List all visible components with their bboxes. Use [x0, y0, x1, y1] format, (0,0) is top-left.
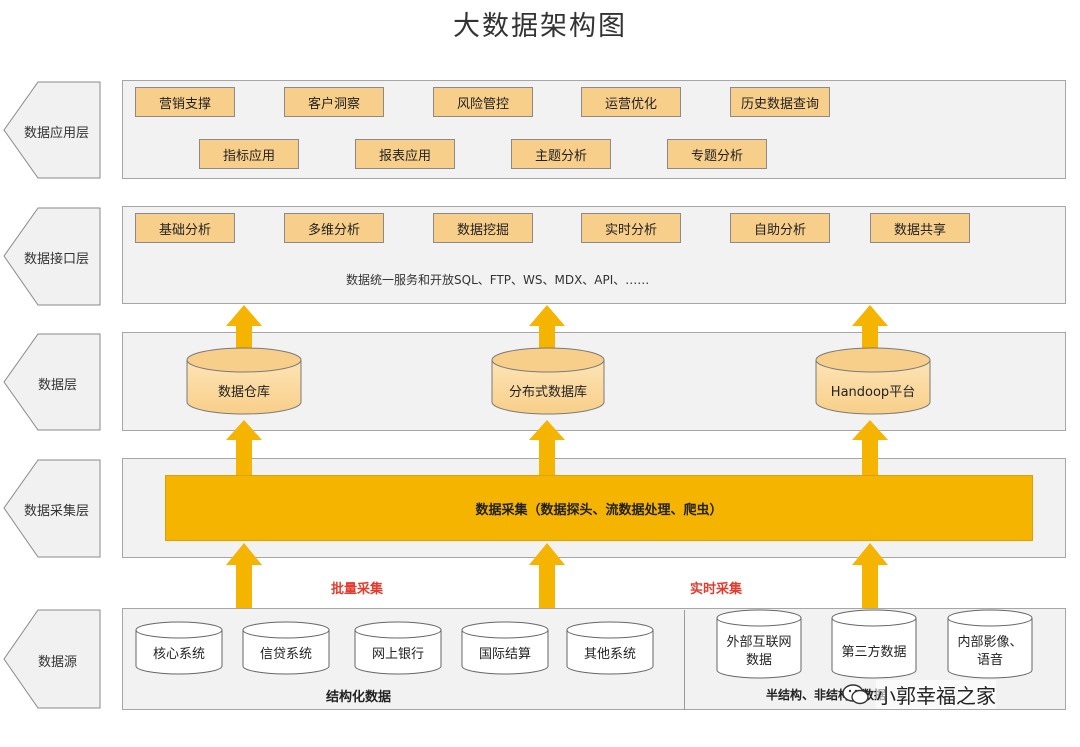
src-intl: 国际结算	[478, 647, 531, 662]
chip-app-6: 指标应用	[199, 139, 299, 169]
arrow-up-9	[852, 543, 888, 608]
wechat-icon	[842, 683, 869, 704]
cylinder-src-5	[566, 630, 654, 675]
store-distributed: 分布式数据库	[508, 385, 587, 400]
chip-app-3: 风险管控	[433, 87, 533, 117]
layer-label-data: 数据层	[38, 378, 78, 393]
realtime-collect-label: 实时采集	[690, 582, 743, 597]
cylinder-src-3	[354, 630, 442, 675]
label-shape-collect	[3, 459, 101, 558]
watermark-text: 小郭幸福之家	[876, 680, 996, 709]
cylinder-distributed-db	[491, 360, 605, 415]
cylinder-warehouse	[186, 360, 302, 415]
store-hadoop: Handoop平台	[830, 385, 916, 400]
chip-app-1: 营销支撑	[135, 87, 235, 117]
diagram-title: 大数据架构图	[453, 11, 627, 42]
chip-if-2: 多维分析	[284, 213, 384, 243]
chip-if-4: 实时分析	[581, 213, 681, 243]
data-collection-bar: 数据采集（数据探头、流数据处理、爬虫）	[165, 475, 1033, 541]
chip-app-4: 运营优化	[581, 87, 681, 117]
src-internet: 外部互联网 数据	[726, 635, 792, 668]
label-shape-source	[3, 609, 101, 709]
cylinder-src-4	[461, 630, 549, 675]
batch-collect-label: 批量采集	[331, 582, 384, 597]
cylinder-src-8	[947, 618, 1033, 679]
src-thirdparty: 第三方数据	[841, 645, 907, 660]
arrow-up-7	[226, 543, 262, 608]
layer-label-interface: 数据接口层	[24, 252, 90, 267]
src-core: 核心系统	[152, 647, 205, 662]
layer-label-app: 数据应用层	[24, 126, 90, 141]
interface-subtext: 数据统一服务和开放SQL、FTP、WS、MDX、API、……	[346, 273, 650, 287]
structured-data-label: 结构化数据	[326, 690, 392, 705]
chip-if-6: 数据共享	[870, 213, 970, 243]
arrow-up-1	[226, 420, 262, 475]
chip-app-2: 客户洞察	[284, 87, 384, 117]
src-other: 其他系统	[583, 647, 636, 662]
src-credit: 信贷系统	[259, 647, 312, 662]
chip-app-8: 主题分析	[511, 139, 611, 169]
watermark: 小郭幸福之家	[842, 680, 996, 709]
layer-label-collect: 数据采集层	[24, 504, 90, 519]
chip-app-9: 专题分析	[667, 139, 767, 169]
arrow-up-6	[852, 305, 888, 352]
cylinder-src-6	[716, 618, 802, 679]
label-shape-data	[3, 333, 101, 431]
chip-if-1: 基础分析	[135, 213, 235, 243]
src-ebank: 网上银行	[371, 647, 424, 662]
layer-labels	[3, 81, 101, 709]
chip-if-3: 数据挖掘	[433, 213, 533, 243]
src-image-voice: 内部影像、 语音	[957, 635, 1023, 668]
cylinder-src-2	[242, 630, 330, 675]
arrow-up-4	[226, 305, 262, 352]
cylinder-hadoop	[815, 360, 931, 415]
arrow-up-3	[852, 420, 888, 475]
chip-if-5: 自助分析	[730, 213, 830, 243]
source-divider	[684, 610, 685, 710]
arrow-up-2	[529, 420, 565, 475]
store-warehouse: 数据仓库	[217, 385, 270, 400]
arrow-up-8	[529, 543, 565, 608]
arrow-up-5	[529, 305, 565, 352]
label-shape-interface	[3, 207, 101, 306]
chip-app-5: 历史数据查询	[730, 87, 830, 117]
label-shape-app	[3, 81, 101, 179]
layer-label-source: 数据源	[38, 655, 78, 670]
cylinder-src-7	[831, 618, 917, 679]
chip-app-7: 报表应用	[355, 139, 455, 169]
cylinder-src-1	[135, 630, 223, 675]
